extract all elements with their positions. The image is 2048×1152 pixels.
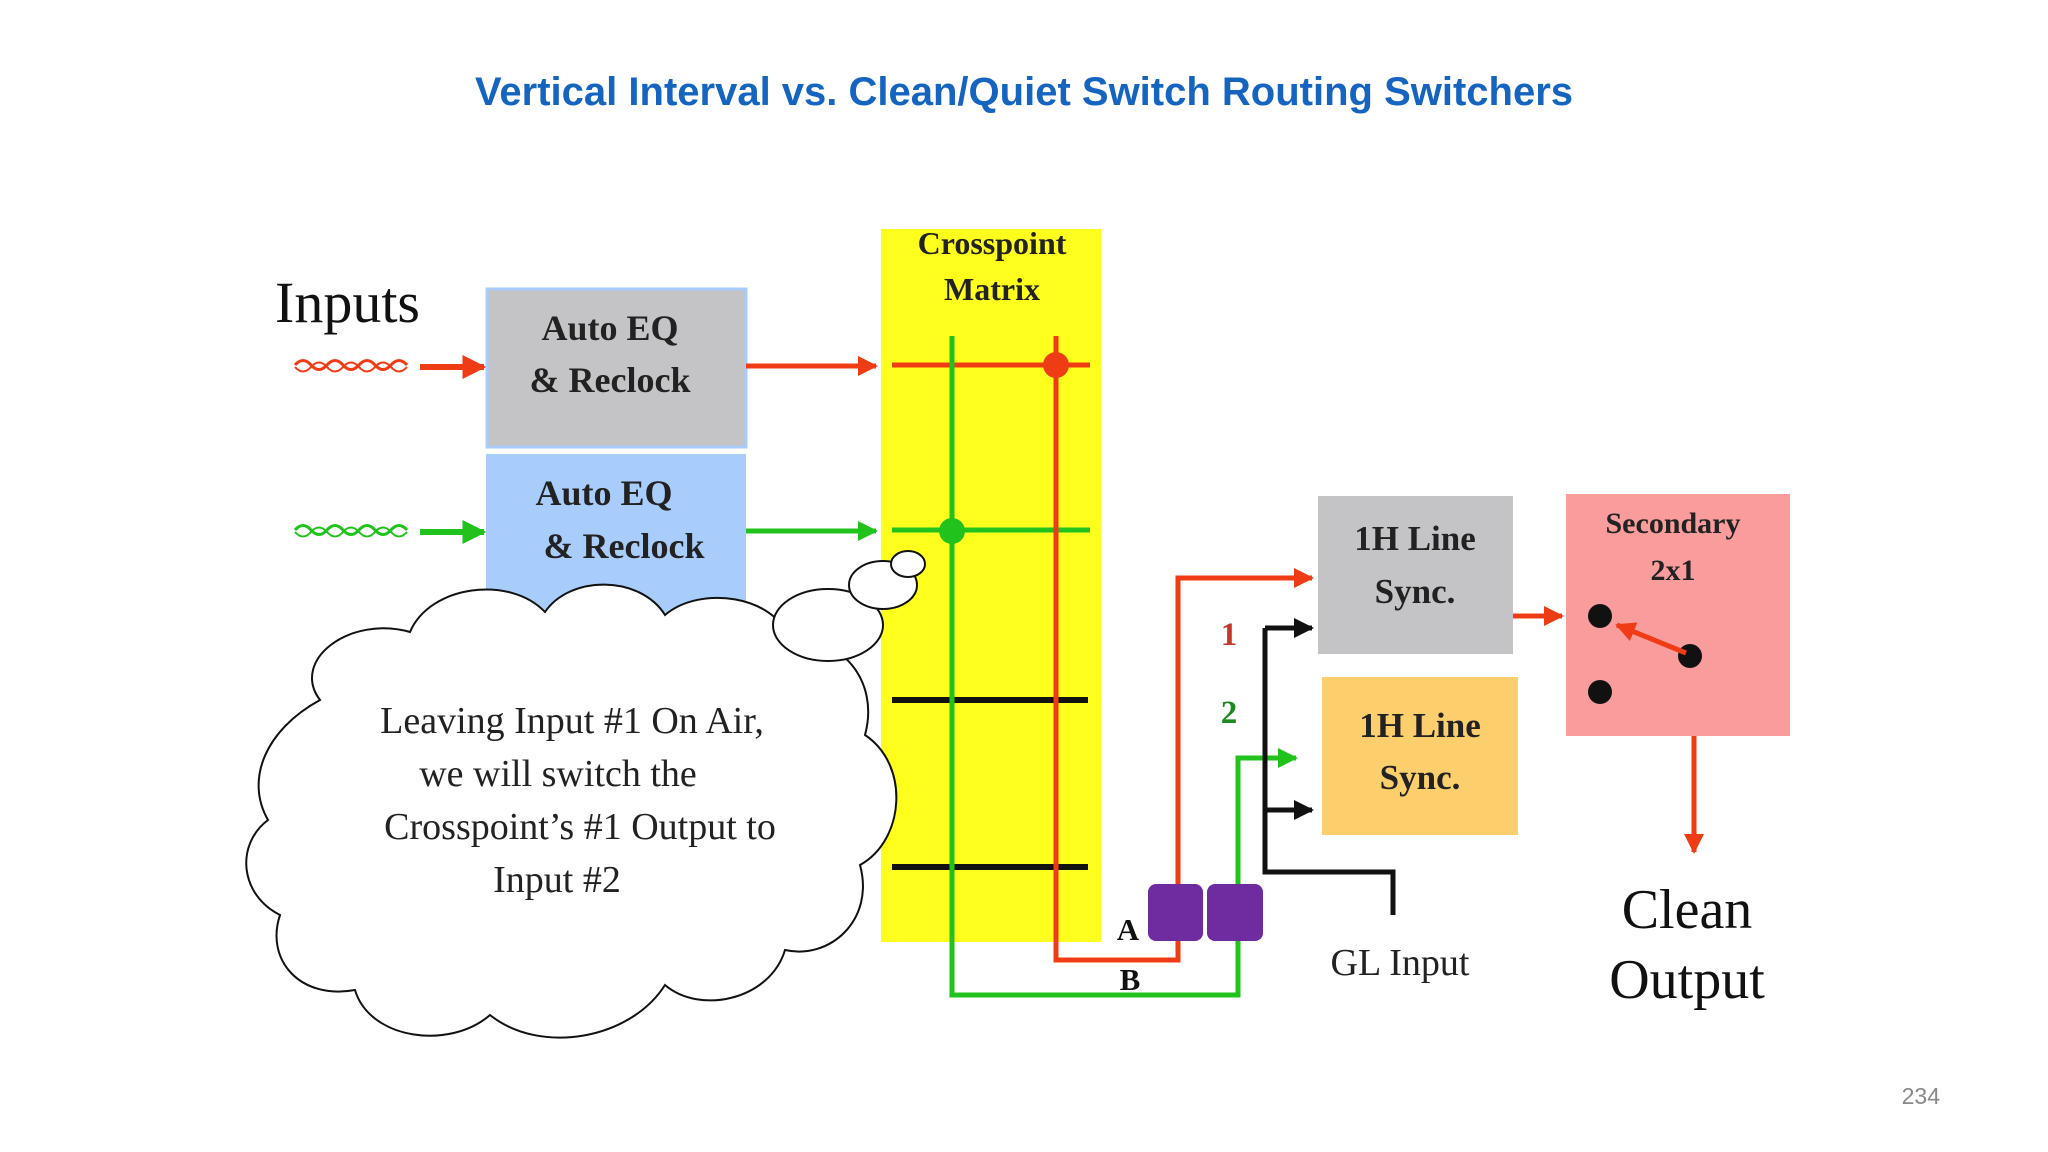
gl-input-bus: [1262, 628, 1396, 915]
thought-line-1: Leaving Input #1 On Air,: [380, 700, 764, 742]
buffer-a: [1148, 884, 1203, 941]
thought-line-4: Input #2: [493, 859, 621, 901]
thought-bubble: Leaving Input #1 On Air, we will switch …: [245, 550, 926, 1039]
label-a: A: [1117, 912, 1140, 947]
buffer-b: [1207, 884, 1263, 941]
line-sync-2-line-1: 1H Line: [1359, 706, 1481, 745]
secondary-label-line-1: Secondary: [1606, 507, 1741, 540]
thought-bubble-smallest: [890, 550, 926, 578]
line-sync-2-line-2: Sync.: [1380, 758, 1461, 797]
switch-pivot: [1678, 644, 1702, 668]
inputs-label: Inputs: [275, 270, 420, 335]
label-b: B: [1120, 962, 1141, 997]
auto-eq-1-line-1: Auto EQ: [541, 308, 678, 348]
thought-bubble-small: [772, 588, 884, 662]
crosspoint-label-line-2: Matrix: [944, 271, 1040, 307]
line-sync-1-line-1: 1H Line: [1354, 519, 1476, 558]
clean-output-line-2: Output: [1609, 949, 1765, 1011]
path-label-2: 2: [1221, 695, 1238, 731]
line-sync-1-line-2: Sync.: [1375, 572, 1456, 611]
clean-output-line-1: Clean: [1622, 879, 1753, 941]
switch-arm-arrow: [1615, 622, 1687, 656]
slide-title: Vertical Interval vs. Clean/Quiet Switch…: [474, 70, 1574, 114]
page-number: 234: [1901, 1083, 1940, 1109]
input-2-squiggle-2: [294, 526, 408, 538]
switch-contact-1: [1588, 604, 1612, 628]
gl-input-label: GL Input: [1331, 942, 1470, 984]
thought-line-3: Crosspoint’s #1 Output to: [384, 806, 776, 848]
crosspoint-label-line-1: Crosspoint: [918, 225, 1067, 261]
secondary-label-line-2: 2x1: [1651, 554, 1696, 587]
crosspoint-dot-green: [939, 518, 965, 544]
auto-eq-1-line-2: & Reclock: [530, 360, 691, 400]
auto-eq-2-line-1: Auto EQ: [535, 473, 672, 513]
switch-contact-2: [1588, 680, 1612, 704]
output-a-red-path: [1053, 336, 1314, 963]
crosspoint-dot-red: [1043, 352, 1069, 378]
line-sync-box-1: [1318, 496, 1513, 654]
thought-cloud: [245, 583, 898, 1039]
auto-eq-2-line-2: & Reclock: [544, 526, 705, 566]
path-label-1: 1: [1221, 617, 1238, 653]
line-sync-box-2: [1322, 677, 1518, 835]
thought-line-2: we will switch the: [419, 753, 697, 795]
output-b-green-path: [949, 336, 1298, 998]
input-1-squiggle-2: [294, 361, 408, 373]
